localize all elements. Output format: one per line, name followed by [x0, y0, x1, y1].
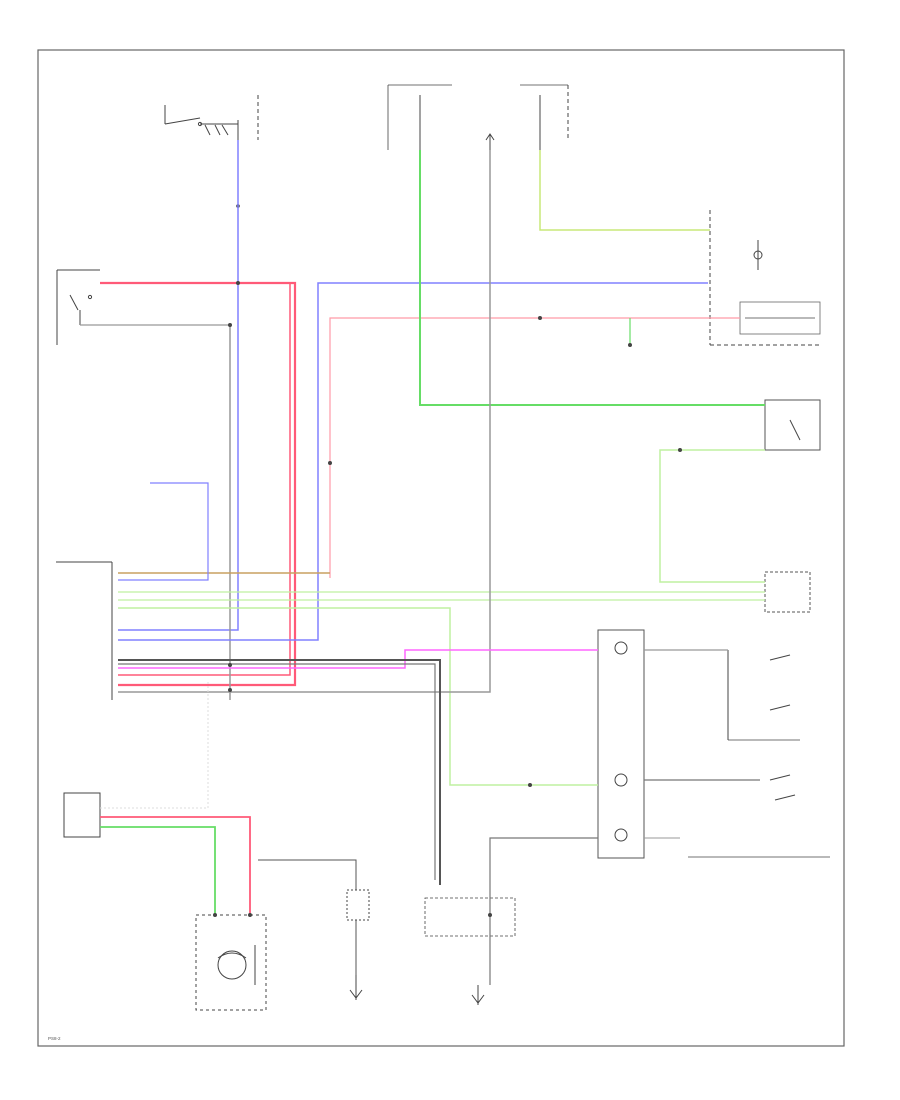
wire-blue-ignition [118, 140, 239, 631]
fuse-relay-box-top [387, 84, 569, 150]
ground-right [424, 897, 516, 1005]
clutch-switch-right [764, 571, 811, 613]
cruise-control-module [56, 561, 113, 700]
junction [628, 343, 632, 347]
wire-green-pump [100, 826, 216, 915]
wire-dark-ground-2 [118, 663, 436, 880]
ignition-switch [164, 95, 259, 140]
brake-light-switch [56, 269, 230, 345]
wire-dark-ground [118, 659, 441, 885]
wire-green-fuse [419, 150, 765, 406]
wire-gray-ground-right [489, 837, 598, 985]
wire-blue-top [118, 282, 708, 641]
junction-dots [213, 281, 682, 917]
actuator-pump [195, 914, 267, 1011]
cruise-control-switch-block [688, 650, 830, 858]
brake-switch-right [764, 399, 821, 451]
cruise-main-switch [63, 792, 101, 838]
wire-red-brake-2 [118, 283, 291, 676]
wire-yg-fuse [539, 150, 710, 231]
wire-light-red-relay [329, 317, 740, 578]
wire-gray-fuse [118, 150, 491, 693]
page-code: PS8-2 [48, 1036, 61, 1041]
ground-left [346, 889, 370, 1000]
wire-main-sw-1 [100, 680, 209, 809]
wire-red-brake [100, 281, 297, 687]
wire-lg-brake-clutch [659, 449, 765, 583]
wire-lg-set [118, 607, 598, 786]
stop-light-relay-box [709, 210, 821, 346]
wire-red-pump [100, 816, 251, 915]
diagram-frame [37, 49, 845, 1047]
wire-pump-ground [258, 859, 357, 890]
wire-blue-abs [118, 482, 209, 581]
combination-switch [597, 629, 645, 859]
